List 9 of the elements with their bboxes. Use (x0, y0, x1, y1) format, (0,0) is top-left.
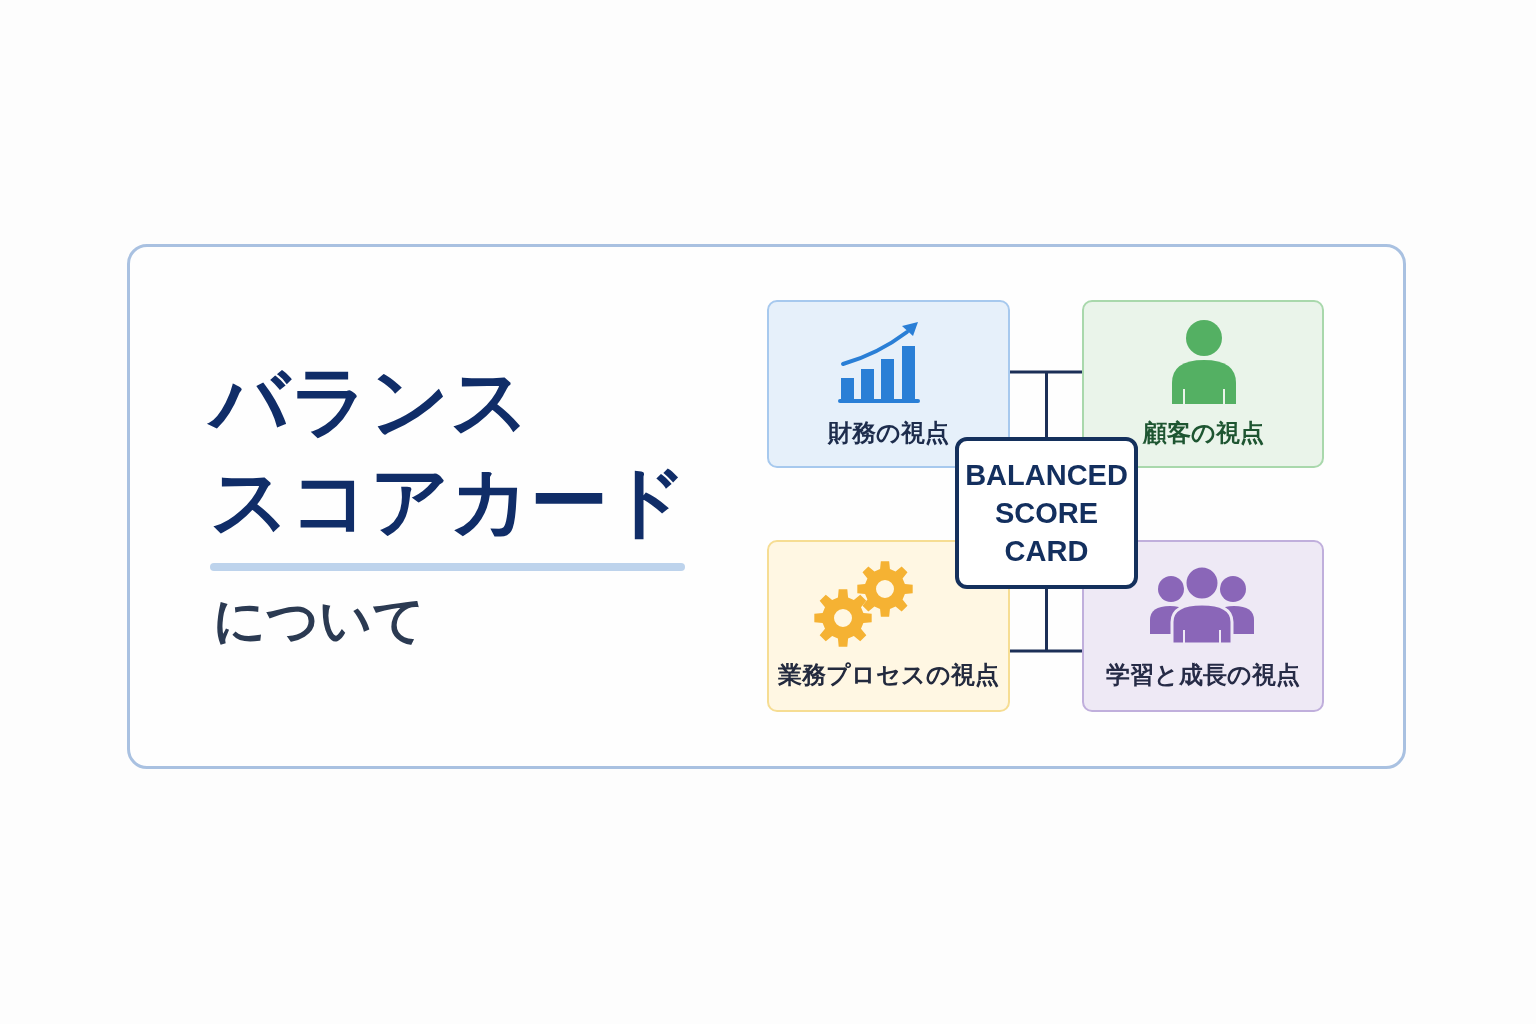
outer-frame (127, 244, 1406, 769)
center-box: BALANCED SCORE CARD (955, 437, 1138, 589)
card-label: 顧客の視点 (1142, 418, 1264, 448)
connector-line (1008, 587, 1084, 653)
connector-line (1008, 370, 1084, 439)
card-label: 財務の視点 (828, 418, 949, 448)
card-label: 学習と成長の視点 (1106, 660, 1300, 690)
card-label: 業務プロセスの視点 (778, 660, 999, 690)
subtitle-text: について (213, 590, 425, 650)
